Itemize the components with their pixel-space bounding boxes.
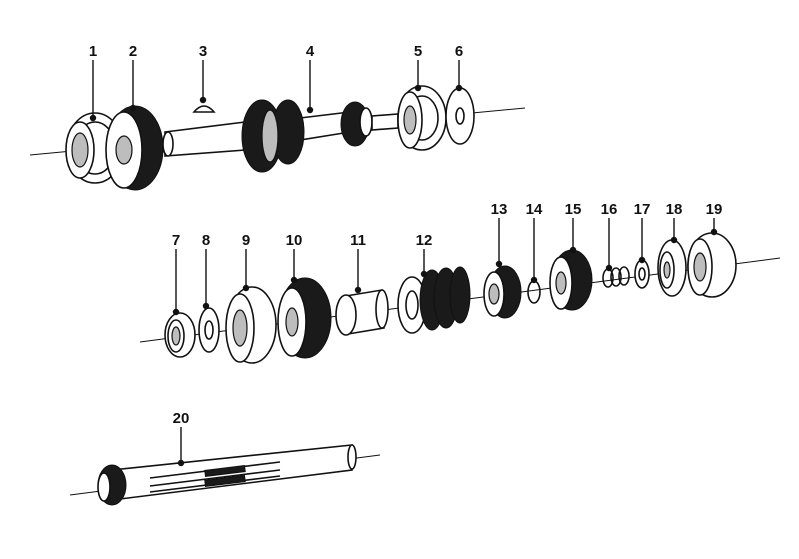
callout-label-4: 4 <box>306 43 315 60</box>
callout-label-7: 7 <box>172 232 180 249</box>
callout-label-15: 15 <box>565 201 582 218</box>
callout-label-13: 13 <box>491 201 508 218</box>
part-11-sleeve <box>335 289 389 336</box>
bottom-shaft-assembly <box>69 444 381 506</box>
callout-label-3: 3 <box>199 43 207 60</box>
middle-shaft-assembly <box>139 232 781 364</box>
callout-dot-20 <box>177 459 185 467</box>
callout-dot-9 <box>242 284 250 292</box>
part-19-ball-bearing <box>687 232 737 298</box>
callout-label-16: 16 <box>601 201 618 218</box>
callout-label-8: 8 <box>202 232 210 249</box>
callout-dot-10 <box>290 276 298 284</box>
part-14-circlip <box>527 280 541 304</box>
part-15-gear <box>549 249 593 311</box>
part-7-bushing <box>164 312 196 358</box>
callout-dot-7 <box>172 308 180 316</box>
callout-dot-17 <box>638 256 646 264</box>
callout-label-18: 18 <box>666 201 683 218</box>
callout-dot-8 <box>202 302 210 310</box>
callout-label-6: 6 <box>455 43 463 60</box>
callout-dot-4 <box>306 106 314 114</box>
callout-label-10: 10 <box>286 232 303 249</box>
part-18-ball-bearing <box>657 239 687 297</box>
part-8-washer <box>198 307 220 353</box>
part-20-splined-mainshaft <box>97 444 357 506</box>
callout-dot-13 <box>495 260 503 268</box>
callout-label-5: 5 <box>414 43 422 60</box>
callout-dot-12 <box>420 270 428 278</box>
callout-dot-16 <box>605 264 613 272</box>
callout-dot-5 <box>414 84 422 92</box>
part-6-washer <box>445 87 475 145</box>
part-17-thrust-washer <box>634 259 650 289</box>
part-9-ball-bearing <box>225 286 277 364</box>
callout-label-2: 2 <box>129 43 137 60</box>
callout-label-1: 1 <box>89 43 97 60</box>
callout-dot-1 <box>89 114 97 122</box>
callout-dot-14 <box>530 276 538 284</box>
callout-dot-18 <box>670 236 678 244</box>
part-10-helical-gear <box>277 277 332 359</box>
top-shaft-assembly <box>29 85 526 191</box>
part-2-gear <box>105 105 164 191</box>
callout-label-14: 14 <box>526 201 543 218</box>
part-4-countershaft <box>162 99 399 173</box>
part-5-ball-bearing <box>397 85 447 151</box>
part-12-spring-ring-set <box>397 266 471 334</box>
part-3-woodruff-key <box>192 105 216 113</box>
callout-label-12: 12 <box>416 232 433 249</box>
part-13-small-gear <box>483 265 522 319</box>
callout-dot-19 <box>710 228 718 236</box>
callout-label-20: 20 <box>173 410 190 427</box>
callout-dot-11 <box>354 286 362 294</box>
callout-label-19: 19 <box>706 201 723 218</box>
callout-dot-2 <box>129 104 137 112</box>
callout-label-9: 9 <box>242 232 250 249</box>
callout-label-17: 17 <box>634 201 651 218</box>
callout-dot-6 <box>455 84 463 92</box>
callout-dot-3 <box>199 96 207 104</box>
callout-label-11: 11 <box>350 232 366 249</box>
callout-dot-15 <box>569 246 577 254</box>
